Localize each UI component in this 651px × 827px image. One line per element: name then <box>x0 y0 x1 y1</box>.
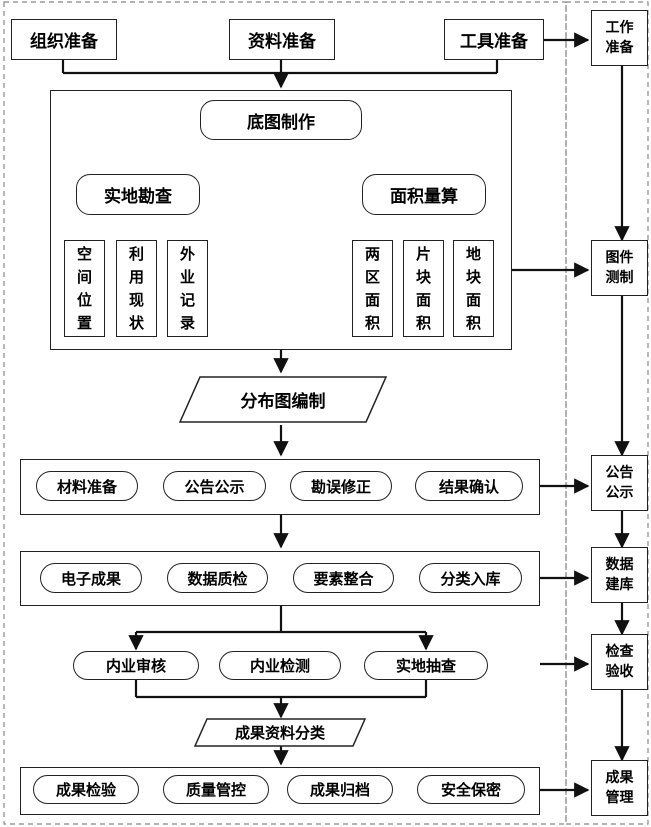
classification-label: 成果资料分类 <box>234 724 325 742</box>
management-step-label: 成果检验 <box>55 781 116 799</box>
field-item-label: 外 业 记 录 <box>179 244 195 332</box>
sidebar-stage-label: 成果 管理 <box>605 770 634 806</box>
management-step-label: 成果归档 <box>309 781 370 799</box>
distribution-map-node: 分布图编制 <box>180 377 386 422</box>
publicity-step: 勘误修正 <box>290 471 392 501</box>
database-step-label: 数据质检 <box>187 569 248 588</box>
field-item: 外 业 记 录 <box>167 240 208 337</box>
inspection-step-label: 实地抽查 <box>395 657 456 675</box>
management-step: 安全保密 <box>417 775 525 804</box>
publicity-step: 结果确认 <box>415 471 523 501</box>
area-item: 片 块 面 积 <box>403 240 444 337</box>
classification-shape <box>193 718 367 747</box>
tool-prep-label: 工具准备 <box>460 32 528 52</box>
area-item-label: 两 区 面 积 <box>364 244 380 332</box>
area-calc-node: 面积量算 <box>362 174 486 215</box>
area-item: 地 块 面 积 <box>453 240 494 337</box>
database-step: 数据质检 <box>167 563 268 593</box>
field-item-label: 空 间 位 置 <box>76 244 92 332</box>
data-prep-label: 资料准备 <box>248 32 316 52</box>
database-step-label: 要素整合 <box>313 569 374 588</box>
publicity-step-label: 勘误修正 <box>310 477 371 496</box>
inspection-step: 内业审核 <box>73 651 199 680</box>
distribution-map-shape <box>178 376 388 423</box>
tool-prep-box: 工具准备 <box>444 19 544 60</box>
classification-node: 成果资料分类 <box>195 719 365 746</box>
database-step: 分类入库 <box>419 563 522 593</box>
sidebar-stage: 公告 公示 <box>591 455 648 511</box>
data-prep-box: 资料准备 <box>229 19 335 60</box>
base-map-node: 底图制作 <box>200 100 362 140</box>
inspection-step-label: 内业审核 <box>105 657 166 675</box>
sidebar-stage: 成果 管理 <box>591 760 648 816</box>
field-item: 空 间 位 置 <box>64 240 105 337</box>
database-step-label: 分类入库 <box>440 569 501 588</box>
sidebar-stage-label: 公告 公示 <box>605 465 634 501</box>
field-survey-node: 实地勘查 <box>76 174 200 215</box>
distribution-map-label: 分布图编制 <box>240 392 326 412</box>
publicity-step: 材料准备 <box>36 471 138 501</box>
management-step: 成果归档 <box>287 775 393 804</box>
sidebar-stage: 工作 准备 <box>591 10 648 66</box>
management-step: 质量管控 <box>163 775 269 804</box>
org-prep-label: 组织准备 <box>30 32 98 52</box>
area-calc-label: 面积量算 <box>390 187 458 207</box>
sidebar-stage-label: 工作 准备 <box>605 20 634 56</box>
publicity-step-label: 结果确认 <box>438 477 499 496</box>
database-step: 电子成果 <box>40 563 142 593</box>
area-item-label: 片 块 面 积 <box>415 244 431 332</box>
publicity-step: 公告公示 <box>163 471 266 501</box>
publicity-step-label: 材料准备 <box>56 477 117 496</box>
org-prep-box: 组织准备 <box>11 19 117 60</box>
inspection-step-label: 内业检测 <box>249 657 310 675</box>
sidebar-stage: 数据 建库 <box>591 547 648 603</box>
area-item-label: 地 块 面 积 <box>465 244 481 332</box>
management-step: 成果检验 <box>33 775 139 804</box>
sidebar-stage-label: 图件 测制 <box>605 250 634 286</box>
database-step-label: 电子成果 <box>60 569 121 588</box>
field-item-label: 利 用 现 状 <box>128 244 144 332</box>
field-item: 利 用 现 状 <box>116 240 157 337</box>
sidebar-stage-label: 数据 建库 <box>605 557 634 593</box>
inspection-step: 实地抽查 <box>364 651 488 680</box>
inspection-step: 内业检测 <box>219 651 341 680</box>
publicity-step-label: 公告公示 <box>184 477 245 496</box>
management-step-label: 质量管控 <box>185 781 246 799</box>
management-step-label: 安全保密 <box>440 781 501 799</box>
field-survey-label: 实地勘查 <box>104 187 172 207</box>
sidebar-stage-label: 检查 验收 <box>605 644 634 680</box>
area-item: 两 区 面 积 <box>352 240 393 337</box>
sidebar-stage: 图件 测制 <box>591 240 648 296</box>
base-map-label: 底图制作 <box>247 112 315 133</box>
database-step: 要素整合 <box>293 563 394 593</box>
sidebar-stage: 检查 验收 <box>591 634 648 690</box>
